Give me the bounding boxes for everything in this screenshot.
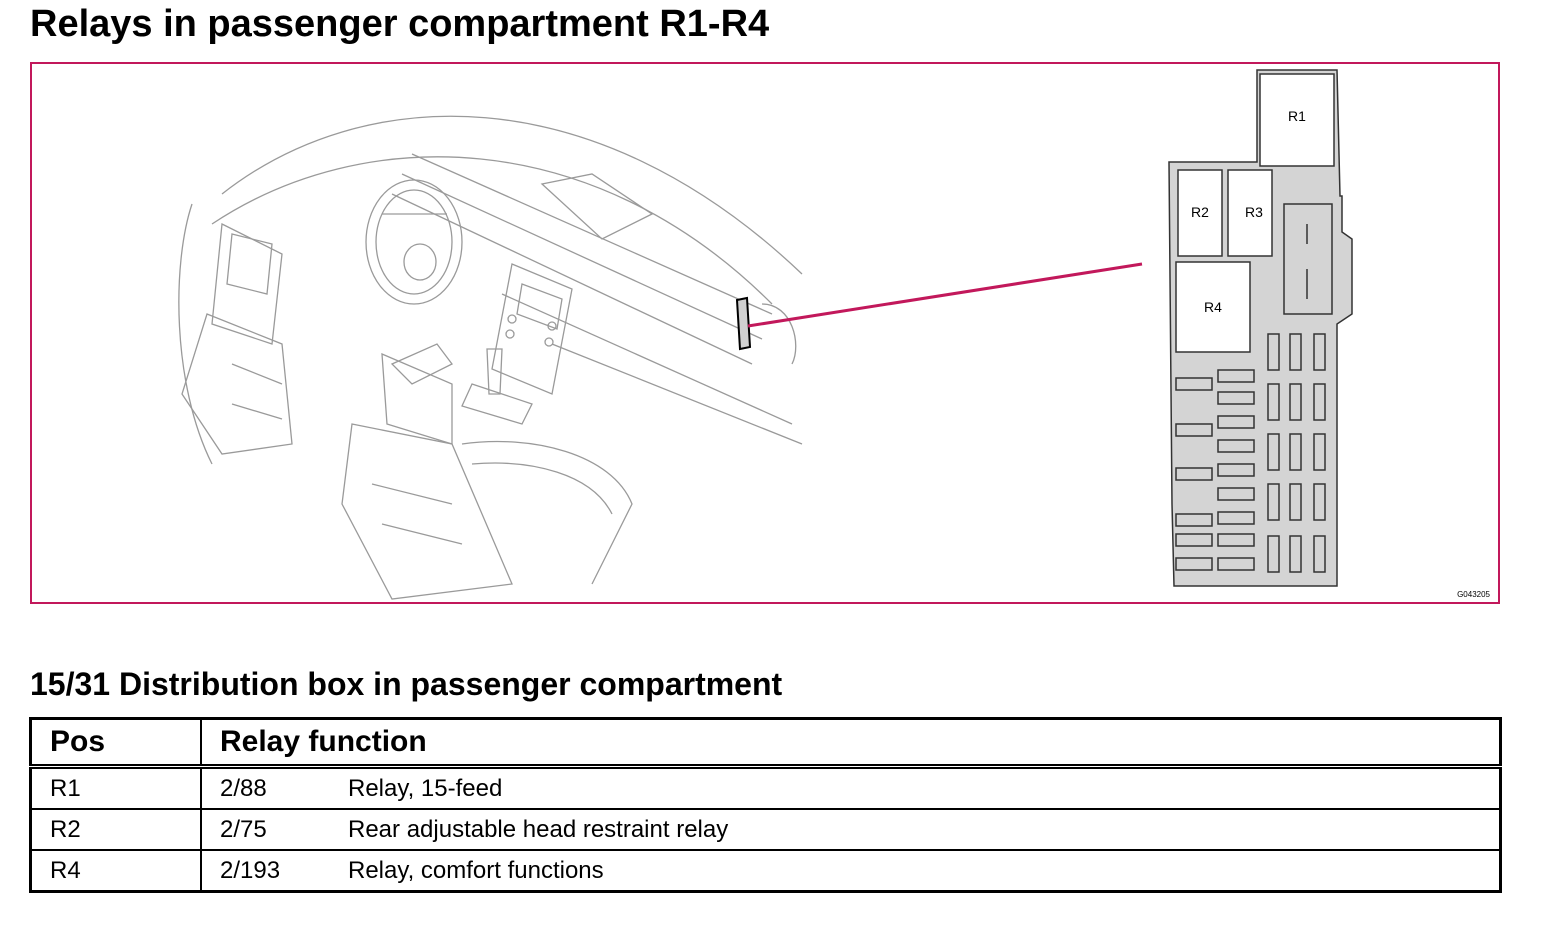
- row-function-cell: 2/88 Relay, 15-feed: [201, 765, 1501, 809]
- header-relay-function: Relay function: [201, 718, 1501, 769]
- row-function: Relay, 15-feed: [348, 774, 503, 802]
- relay-label-r3: R3: [1245, 204, 1263, 220]
- row-pos: R4: [30, 849, 202, 892]
- row-pos: R1: [30, 765, 202, 809]
- relay-location-figure: R1 R2 R3 R4 G043205: [30, 62, 1500, 604]
- page-title: Relays in passenger compartment R1-R4: [30, 3, 770, 45]
- relay-label-r1: R1: [1288, 108, 1306, 124]
- section-title: 15/31 Distribution box in passenger comp…: [30, 666, 783, 702]
- table-header-row: Pos Relay function: [30, 718, 1501, 769]
- relay-label-r4: R4: [1204, 299, 1222, 315]
- relay-r3-slot: [1227, 169, 1273, 257]
- relay-table: Pos Relay function R1 2/88 Relay, 15-feed…: [29, 717, 1502, 893]
- pointer-line: [747, 262, 1143, 328]
- car-interior-diagram: R1 R2 R3 R4: [178, 69, 1353, 600]
- image-code: G043205: [1457, 590, 1490, 599]
- row-function-cell: 2/75 Rear adjustable head restraint relay: [201, 808, 1501, 850]
- table-row: R1 2/88 Relay, 15-feed: [30, 765, 1501, 809]
- relay-r4-slot: [1175, 261, 1251, 353]
- row-code: 2/193: [220, 856, 281, 884]
- relay-r2-slot: [1177, 169, 1223, 257]
- row-function: Rear adjustable head restraint relay: [348, 815, 729, 843]
- table-row: R2 2/75 Rear adjustable head restraint re…: [30, 808, 1501, 850]
- row-code: 2/75: [220, 815, 267, 843]
- row-code: 2/88: [220, 774, 267, 802]
- distribution-box: [1168, 69, 1353, 587]
- relay-r1-slot: [1259, 73, 1335, 167]
- header-pos: Pos: [30, 718, 202, 769]
- row-function: Relay, comfort functions: [348, 856, 604, 884]
- relay-box-location-marker: [735, 296, 752, 351]
- relay-label-r2: R2: [1191, 204, 1209, 220]
- table-row: R4 2/193 Relay, comfort functions: [30, 849, 1501, 892]
- row-pos: R2: [30, 808, 202, 850]
- row-function-cell: 2/193 Relay, comfort functions: [201, 849, 1501, 892]
